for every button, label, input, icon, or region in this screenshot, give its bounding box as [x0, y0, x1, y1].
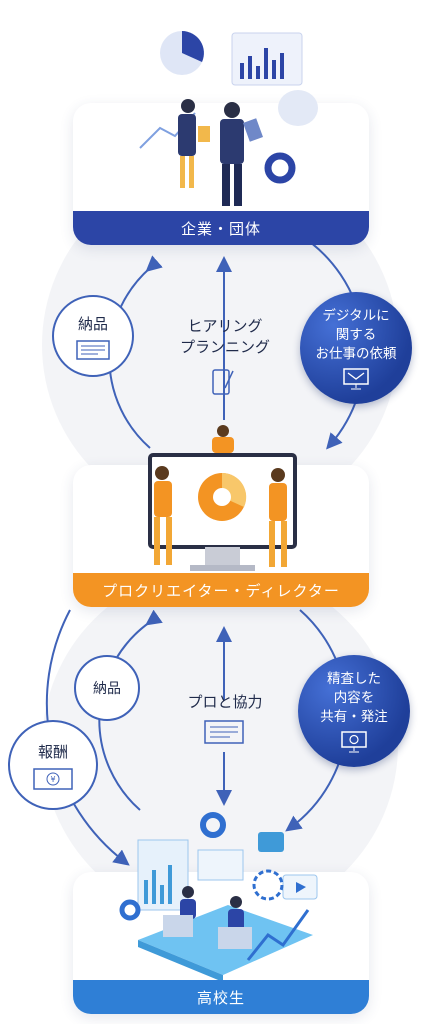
- reward-label: 報酬: [37, 742, 68, 761]
- chat-monitor-icon: [341, 730, 367, 752]
- lower-order-line-1: 精査した: [327, 670, 381, 687]
- lower-delivery-label: 納品: [93, 681, 121, 697]
- upper-request-line-1: デジタルに: [322, 307, 390, 324]
- upper-center-line-1: ヒアリング: [187, 317, 263, 335]
- bottom-panel-title: 高校生: [196, 988, 245, 1007]
- upper-delivery-circle: 納品: [52, 295, 134, 377]
- lower-order-line-2: 内容を: [333, 689, 375, 706]
- bottom-panel-band: 高校生: [73, 980, 369, 1014]
- mail-monitor-icon: [343, 367, 369, 389]
- lower-center-label: プロと協力: [165, 692, 285, 713]
- middle-panel-band: プロクリエイター・ディレクター: [73, 573, 369, 607]
- upper-request-line-2: 関する: [335, 326, 377, 343]
- document-icon: [76, 339, 110, 360]
- pro-team-illustration: [148, 425, 297, 571]
- reward-circle: 報酬 ¥: [8, 720, 98, 810]
- students-workspace-illustration: [119, 812, 318, 980]
- lower-delivery-circle: 納品: [74, 655, 140, 721]
- document-icon: [204, 720, 244, 744]
- lower-order-line-3: 共有・発注: [320, 708, 388, 725]
- upper-center-label: ヒアリング プランニング: [155, 316, 295, 358]
- upper-request-circle: デジタルに 関する お仕事の依頼: [300, 292, 412, 404]
- svg-text:¥: ¥: [50, 775, 55, 784]
- yen-bill-icon: ¥: [33, 767, 73, 790]
- lower-loop-bg: [42, 567, 398, 923]
- upper-loop-bg: [42, 167, 398, 523]
- tablet-pen-icon: [212, 369, 234, 395]
- top-panel-band: 企業・団体: [73, 211, 369, 245]
- lower-order-circle: 精査した 内容を 共有・発注: [298, 655, 410, 767]
- business-people-illustration: [139, 31, 318, 206]
- lower-center-text: プロと協力: [187, 693, 263, 711]
- top-panel-title: 企業・団体: [180, 219, 261, 238]
- middle-panel-title: プロクリエイター・ディレクター: [102, 581, 340, 600]
- upper-center-line-2: プランニング: [179, 338, 270, 356]
- upper-request-line-3: お仕事の依頼: [315, 345, 397, 362]
- upper-delivery-label: 納品: [77, 314, 108, 333]
